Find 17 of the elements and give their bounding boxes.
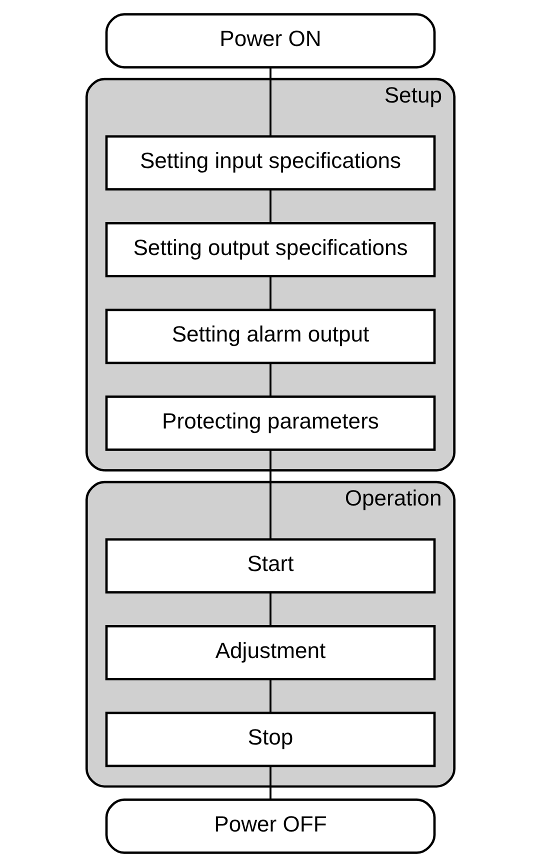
- connector: [269, 592, 271, 626]
- connector: [269, 190, 271, 224]
- node-box: Protecting parameters: [104, 396, 436, 451]
- node-box: Setting input specifications: [104, 135, 436, 191]
- connector: [269, 276, 271, 310]
- node-box: Adjustment: [104, 625, 436, 680]
- node-box: Start: [104, 538, 436, 594]
- node-box: Power ON: [104, 13, 436, 68]
- node-box: Stop: [104, 712, 436, 768]
- node-box: Power OFF: [104, 798, 436, 854]
- connector: [269, 68, 271, 136]
- node-box: Setting output specifications: [104, 222, 436, 278]
- connector: [269, 766, 271, 800]
- connector: [269, 363, 271, 397]
- connector: [269, 450, 271, 539]
- node-box: Setting alarm output: [104, 308, 436, 364]
- connector: [269, 679, 271, 713]
